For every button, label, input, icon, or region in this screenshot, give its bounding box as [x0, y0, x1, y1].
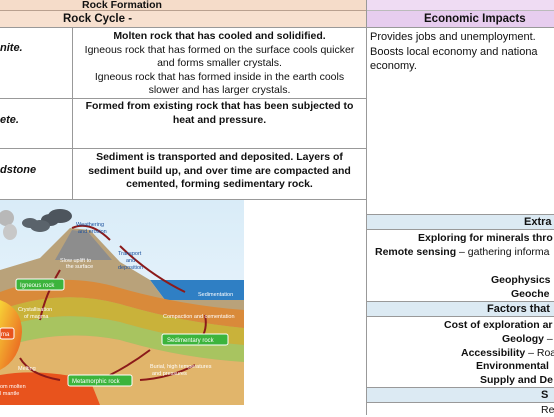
- rock-cycle-diagram: Weathering and erosion Transport and dep…: [0, 200, 244, 405]
- weathering-label: Weathering: [76, 222, 104, 228]
- svg-text:of magma: of magma: [24, 314, 49, 320]
- environmental-line: Environmental: [476, 360, 549, 372]
- metamorphic-description: Formed from existing rock that has been …: [85, 100, 354, 126]
- row-label-sedimentary: dstone: [0, 164, 37, 176]
- main-divider: [366, 0, 367, 415]
- cycle-arrows: [19, 224, 207, 381]
- column-divider: [72, 28, 73, 199]
- metamorphic-rock-tag: Metamorphic rock: [67, 374, 133, 387]
- svg-text:deposition: deposition: [118, 265, 143, 271]
- svg-text:l mantle: l mantle: [0, 391, 19, 397]
- svg-text:and: and: [126, 258, 135, 264]
- row-label-igneous: nite.: [0, 42, 23, 54]
- row-divider: [0, 199, 366, 200]
- cost-line: Cost of exploration ar: [444, 319, 553, 331]
- magma-tag: ma: [0, 327, 15, 340]
- crystallisation-label: Crystallisation: [18, 307, 52, 313]
- geochemistry-line: Geoche: [511, 288, 550, 300]
- igneous-description: Molten rock that has cooled and solidifi…: [84, 30, 355, 96]
- sedimentary-rock-tag: Sedimentary rock: [161, 333, 229, 346]
- uplift-label: Slow uplift to: [60, 258, 91, 264]
- svg-text:and pressures: and pressures: [152, 371, 187, 377]
- svg-text:Sedimentary rock: Sedimentary rock: [167, 338, 215, 344]
- svg-text:and erosion: and erosion: [78, 229, 107, 235]
- burial-label: Burial, high temperatures: [150, 364, 212, 370]
- compaction-label: Compaction and cementation: [163, 314, 235, 320]
- economic-header-top: [366, 0, 554, 11]
- svg-text:Igneous rock: Igneous rock: [20, 283, 55, 289]
- extraction-heading: Extra: [366, 214, 554, 230]
- melting-label: Melting: [18, 366, 36, 372]
- svg-text:Metamorphic rock: Metamorphic rock: [72, 379, 121, 385]
- remote-sensing-line: Remote sensing – gathering informa: [375, 246, 550, 258]
- svg-text:the surface: the surface: [66, 264, 93, 270]
- sedimentary-description: Sediment is transported and deposited. L…: [88, 151, 351, 190]
- bottom-text: Re: [541, 404, 554, 416]
- supply-line: Supply and De: [480, 374, 553, 386]
- factors-heading: Factors that: [366, 301, 554, 317]
- volcano-smoke: [0, 210, 14, 226]
- geology-line: Geology –: [502, 333, 553, 345]
- bottom-heading: S: [366, 387, 554, 403]
- transport-label: Transport: [118, 251, 142, 257]
- sedimentation-label: Sedimentation: [198, 292, 233, 298]
- rock-formation-title: Rock Formation: [0, 0, 366, 11]
- row-label-metamorphic: ete.: [0, 114, 19, 126]
- row-divider: [0, 148, 366, 149]
- economic-impacts-heading: Economic Impacts: [366, 11, 554, 28]
- geophysics-line: Geophysics: [491, 274, 551, 286]
- svg-text:ma: ma: [1, 332, 10, 338]
- igneous-rock-tag: Igneous rock: [15, 278, 65, 291]
- accessibility-line: Accessibility – Roa: [461, 347, 554, 359]
- diagram-labels: Weathering and erosion Transport and dep…: [0, 222, 235, 397]
- extraction-line-1: Exploring for minerals thro: [418, 232, 553, 244]
- cloud-icon: [22, 209, 72, 232]
- row-divider: [0, 98, 366, 99]
- rock-layer: [0, 279, 244, 328]
- economic-impacts-text: Provides jobs and unemployment. Boosts l…: [370, 31, 538, 72]
- molten-label: om molten: [0, 384, 26, 390]
- rock-cycle-heading: Rock Cycle -: [0, 11, 366, 28]
